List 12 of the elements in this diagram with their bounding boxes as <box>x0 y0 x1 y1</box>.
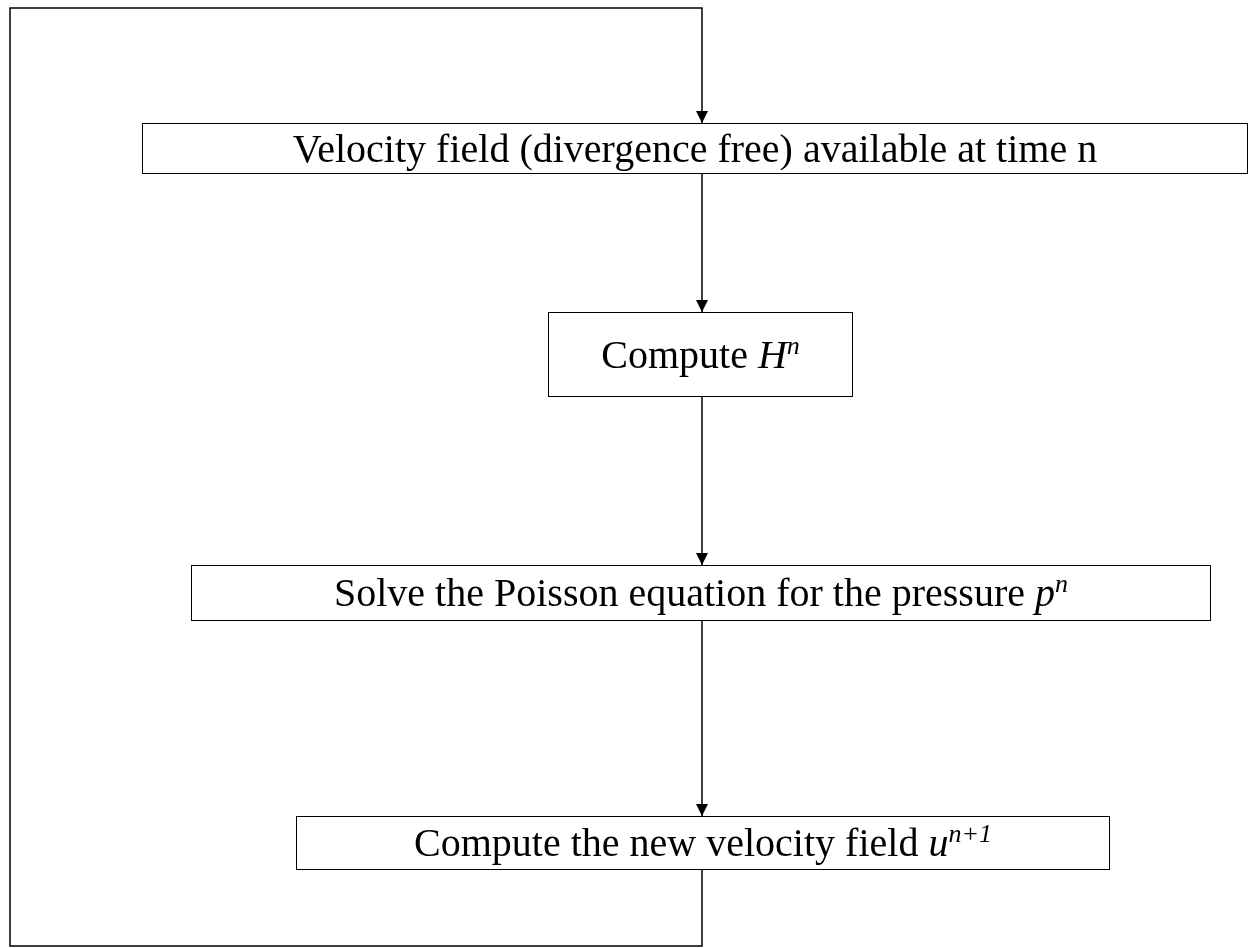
process-box <box>191 565 1211 621</box>
box-text: Compute the new velocity field u$^{n+1}$ <box>414 819 992 867</box>
arrow <box>696 173 708 313</box>
process-box <box>296 816 1110 870</box>
box-text: Velocity field (divergence free) available at time n <box>292 125 1098 172</box>
box-text: Solve the Poisson equation for the pressure p$^{n}$ <box>334 569 1068 617</box>
arrow <box>696 620 708 817</box>
arrow <box>696 396 708 566</box>
process-box <box>142 123 1248 174</box>
arrow <box>9 7 708 947</box>
process-box <box>548 312 853 397</box>
box-text: Compute H$^{n}$ <box>601 330 800 379</box>
